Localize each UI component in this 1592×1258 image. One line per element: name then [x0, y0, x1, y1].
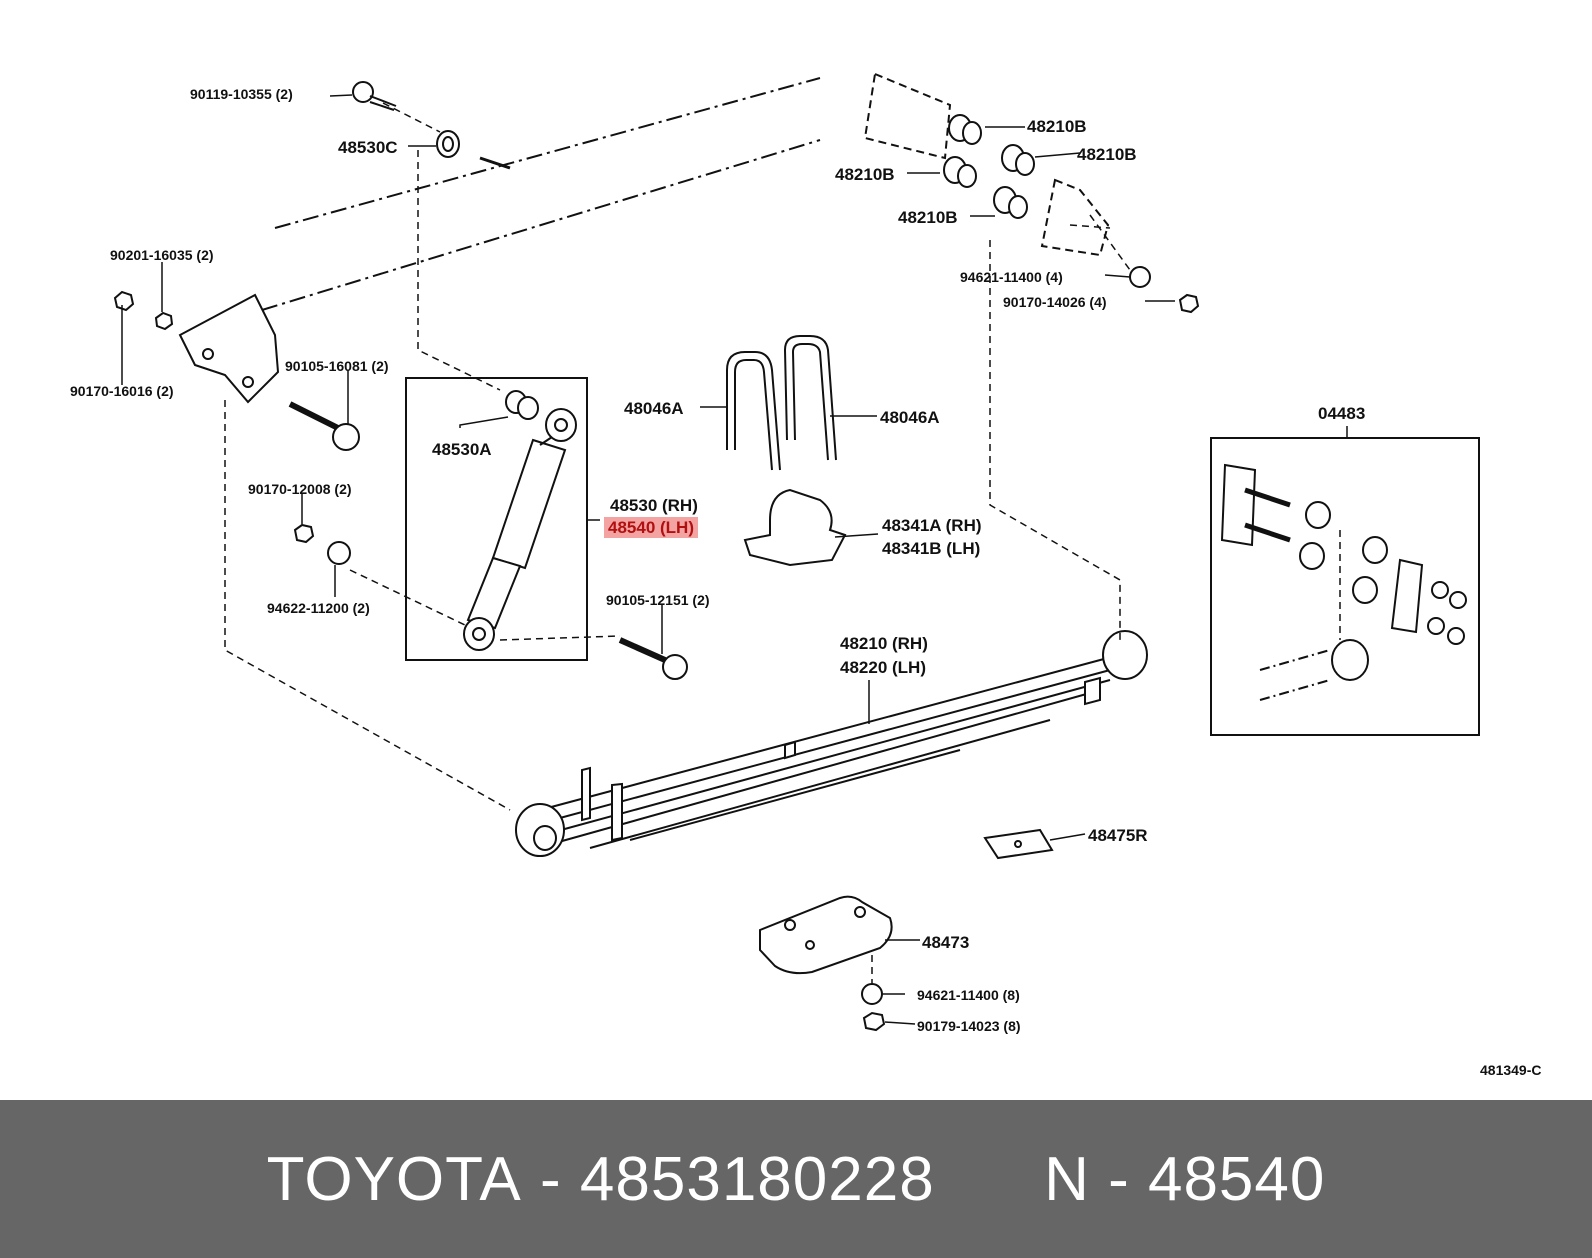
label-washer-94621-11400-bottom: 94621-11400 (8) — [917, 987, 1020, 1003]
kit-04483-contents — [1220, 463, 1467, 701]
nut-90170-12008 — [293, 523, 315, 544]
label-nut-90179-14023: 90179-14023 (8) — [917, 1018, 1021, 1034]
label-nut-90201-16035: 90201-16035 (2) — [110, 247, 214, 263]
label-washer-94622-11200: 94622-11200 (2) — [267, 600, 370, 616]
label-bolt-90119: 90119-10355 (2) — [190, 86, 293, 102]
footer-separator-1: - — [521, 1144, 580, 1214]
label-diagram-code: 481349-C — [1480, 1062, 1542, 1078]
label-shock-48540-lh-highlighted: 48540 (LH) — [604, 517, 698, 538]
footer-brand: TOYOTA — [266, 1144, 522, 1214]
label-spring-seat-48473: 48473 — [922, 933, 970, 952]
pad-48475r — [983, 828, 1054, 860]
assembly-lines — [224, 102, 1341, 985]
washer-94621-bottom — [861, 983, 883, 1005]
nut-90179 — [862, 1011, 886, 1032]
label-u-bolt-48046a-right: 48046A — [880, 408, 940, 427]
label-nut-48530c: 48530C — [338, 138, 398, 157]
nut-90170-16016 — [113, 290, 135, 312]
footer-gap — [935, 1144, 1044, 1215]
spring-seat-48473 — [759, 895, 893, 975]
bushing-48530a — [505, 390, 539, 420]
footer-separator-2: - — [1089, 1144, 1148, 1214]
nut-90170-14026 — [1178, 293, 1200, 314]
frame-rail — [178, 77, 821, 404]
label-bolt-90105-16081: 90105-16081 (2) — [285, 358, 389, 374]
bump-stop-48341 — [743, 488, 847, 567]
label-shock-48530-rh: 48530 (RH) — [610, 496, 698, 515]
label-bushing-48530a: 48530A — [432, 440, 492, 459]
footer-bar — [0, 1100, 1592, 1258]
bolt-90119 — [352, 81, 397, 111]
shock-group-box — [405, 377, 588, 661]
footer-n-value: 48540 — [1147, 1144, 1326, 1214]
leaf-spring-48220 — [515, 630, 1148, 857]
label-kit-04483: 04483 — [1318, 404, 1366, 423]
shackle-bracket — [863, 72, 1110, 257]
leader-lines — [121, 94, 1348, 1025]
label-washer-94621-11400-top: 94621-11400 (4) — [960, 269, 1063, 285]
footer-part-number: 4853180228 — [579, 1144, 935, 1214]
nut-90201 — [154, 311, 174, 331]
washer-94622 — [327, 541, 351, 565]
label-bolt-90105-12151: 90105-12151 (2) — [606, 592, 710, 608]
exploded-view-drawing — [113, 72, 1480, 1032]
washer-94621-top — [1129, 266, 1151, 288]
label-bushing-48210b-2: 48210B — [1077, 145, 1137, 164]
label-u-bolt-48046a-left: 48046A — [624, 399, 684, 418]
footer-caption: TOYOTA - 4853180228 N - 48540 — [0, 1100, 1592, 1258]
shock-absorber-48540 — [463, 408, 577, 651]
parts-diagram: 90119-10355 (2) 48530C 90201-16035 (2) 9… — [70, 72, 1542, 1078]
shackle-bushings — [943, 114, 1035, 219]
kit-04483-box — [1210, 437, 1480, 736]
label-bump-stop-48341b-lh: 48341B (LH) — [882, 539, 981, 558]
nut-48530c — [436, 130, 460, 158]
label-pad-48475r: 48475R — [1088, 826, 1148, 845]
label-bushing-48210b-3: 48210B — [835, 165, 895, 184]
label-nut-90170-14026: 90170-14026 (4) — [1003, 294, 1107, 310]
footer-n-label: N — [1044, 1144, 1090, 1214]
bolt-90105-16081 — [288, 401, 360, 451]
label-bushing-48210b-1: 48210B — [1027, 117, 1087, 136]
u-bolt-48046a — [726, 335, 837, 471]
label-bushing-48210b-4: 48210B — [898, 208, 958, 227]
bolt-90105-12151 — [618, 637, 688, 680]
label-nut-90170-16016: 90170-16016 (2) — [70, 383, 174, 399]
label-bump-stop-48341a-rh: 48341A (RH) — [882, 516, 982, 535]
label-leaf-spring-48210-rh: 48210 (RH) — [840, 634, 928, 653]
label-nut-90170-12008: 90170-12008 (2) — [248, 481, 352, 497]
label-leaf-spring-48220-lh: 48220 (LH) — [840, 658, 926, 677]
